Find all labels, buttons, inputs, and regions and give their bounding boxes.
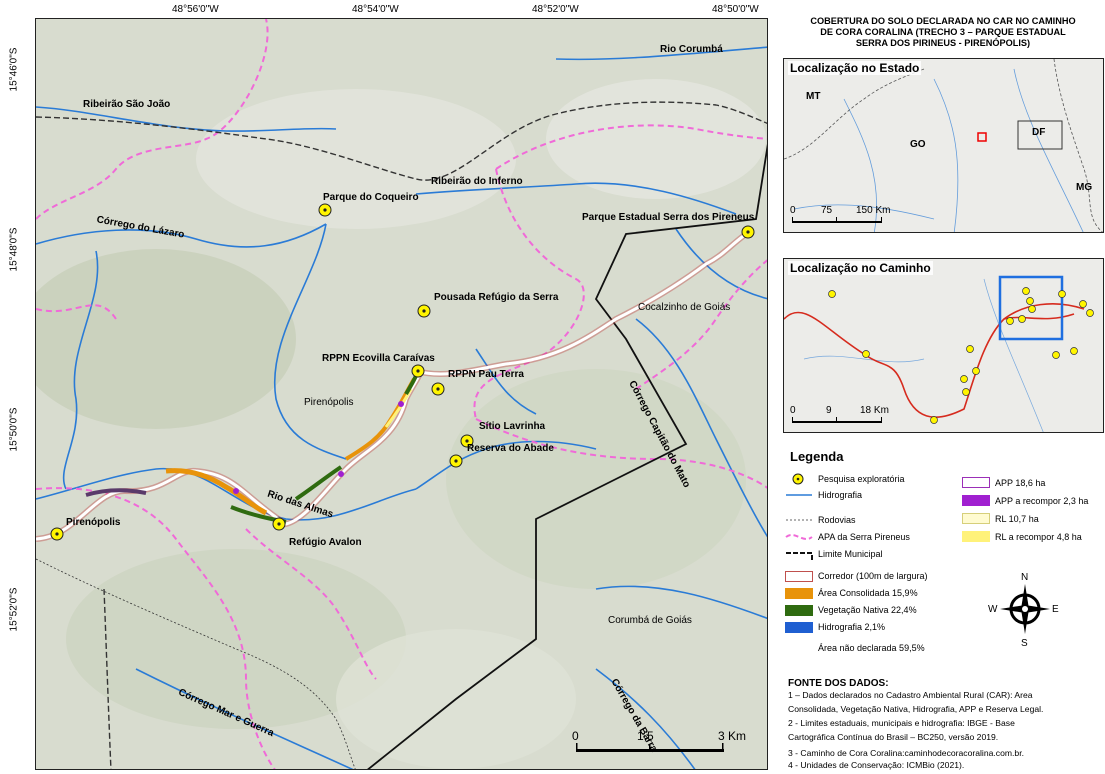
swatch-rl <box>962 513 990 524</box>
coord-top-4: 48°50'0"W <box>712 4 759 15</box>
legend-limite: Limite Municipal <box>818 549 883 559</box>
legend-apa: APA da Serra Pireneus <box>818 532 910 542</box>
inset-route-title: Localização no Caminho <box>788 261 933 275</box>
inset-state-scale-end: 150 Km <box>856 205 891 216</box>
compass-n: N <box>1021 572 1029 583</box>
swatch-rl-recompor <box>962 531 990 542</box>
swatch-vegetacao-nativa <box>785 605 813 616</box>
source-line-5: 3 - Caminho de Cora Coralina:caminhodeco… <box>788 748 1024 758</box>
legend-app: APP 18,6 ha <box>995 478 1046 488</box>
legend-rl: RL 10,7 ha <box>995 514 1039 524</box>
legend-area-nao-declarada: Área não declarada 59,5% <box>818 643 925 653</box>
place-cocalzinho: Cocalzinho de Goiás <box>638 302 731 313</box>
point-rppn-ecovilla[interactable]: RPPN Ecovilla Caraívas <box>322 353 435 364</box>
label-ribeirao-sao-joao: Ribeirão São João <box>83 99 171 110</box>
point-parque-coqueiro[interactable]: Parque do Coqueiro <box>323 192 419 203</box>
scale-label-0: 0 <box>572 729 579 743</box>
place-pirenopolis: Pirenópolis <box>304 397 354 408</box>
coord-top-2: 48°54'0"W <box>352 4 399 15</box>
legend-corredor: Corredor (100m de largura) <box>818 571 928 581</box>
inset-route-canvas <box>784 259 1103 432</box>
inset-route-scale-mid: 9 <box>826 405 832 416</box>
sources-title: FONTE DOS DADOS: <box>788 678 889 689</box>
inset-state-scale-0: 0 <box>790 205 796 216</box>
point-pousada-refugio[interactable]: Pousada Refúgio da Serra <box>434 292 559 303</box>
source-line-4: Cartográfica Contínua do Brasil – BC250,… <box>788 732 999 742</box>
inset-route-scale-end: 18 Km <box>860 405 889 416</box>
state-df: DF <box>1032 127 1046 138</box>
label-rio-corumba: Rio Corumbá <box>660 44 723 55</box>
compass-w: W <box>988 604 998 615</box>
point-reserva-abade[interactable]: Reserva do Abade <box>467 443 554 454</box>
swatch-hidrografia <box>785 622 813 633</box>
compass-e: E <box>1052 604 1059 615</box>
scale-label-end: 3 Km <box>718 729 747 743</box>
state-mt: MT <box>806 91 821 102</box>
legend-pesquisa: Pesquisa exploratória <box>818 474 905 484</box>
legend-hidrografia-line: Hidrografia <box>818 490 863 500</box>
point-refugio-avalon[interactable]: Refúgio Avalon <box>289 537 362 548</box>
place-corumba: Corumbá de Goiás <box>608 615 692 626</box>
inset-state-map[interactable]: Localização no Estado MT GO DF MG 0 75 1… <box>783 58 1104 233</box>
source-line-2: Consolidada, Vegetação Nativa, Hidrograf… <box>788 704 1044 714</box>
coord-left-1: 15°46'0"S <box>8 47 20 92</box>
map-canvas <box>36 19 767 769</box>
legend-hidrografia-area: Hidrografia 2,1% <box>818 622 886 632</box>
main-map[interactable]: Rio Corumbá Ribeirão São João Ribeirão d… <box>35 18 768 770</box>
point-pirenopolis[interactable]: Pirenópolis <box>66 517 121 528</box>
source-line-6: 4 - Unidades de Conservação: ICMBio (202… <box>788 760 965 770</box>
legend-vegetacao-nativa: Vegetação Nativa 22,4% <box>818 605 917 615</box>
compass-rose: N S E W <box>988 568 1060 650</box>
inset-state-title: Localização no Estado <box>788 61 922 75</box>
state-go: GO <box>910 139 926 150</box>
point-rppn-pau-terra[interactable]: RPPN Pau Terra <box>448 369 524 380</box>
swatch-app-recompor <box>962 495 990 506</box>
source-line-1: 1 – Dados declarados no Cadastro Ambient… <box>788 690 1033 700</box>
coord-top-1: 48°56'0"W <box>172 4 219 15</box>
state-mg: MG <box>1076 182 1093 193</box>
inset-state-scale-mid: 75 <box>821 205 833 216</box>
map-title: COBERTURA DO SOLO DECLARADA NO CAR NO CA… <box>810 16 1076 48</box>
inset-route-scale-0: 0 <box>790 405 796 416</box>
label-ribeirao-inferno: Ribeirão do Inferno <box>431 176 523 187</box>
coord-left-3: 15°50'0"S <box>8 407 20 452</box>
swatch-area-consolidada <box>785 588 813 599</box>
swatch-app <box>962 477 990 488</box>
legend-app-recompor: APP a recompor 2,3 ha <box>995 496 1089 506</box>
coord-left-4: 15°52'0"S <box>8 587 20 632</box>
compass-icon <box>1000 584 1050 634</box>
compass-s: S <box>1021 638 1028 649</box>
swatch-corredor <box>785 571 813 582</box>
coord-left-2: 15°48'0"S <box>8 227 20 272</box>
scale-label-mid: 1,5 <box>637 729 654 743</box>
inset-route-map[interactable]: Localização no Caminho 0 9 18 Km <box>783 258 1104 433</box>
source-line-3: 2 - Limites estaduais, municipais e hidr… <box>788 718 1015 728</box>
point-parque-estadual[interactable]: Parque Estadual Serra dos Pireneus <box>582 212 755 223</box>
point-sitio-lavrinha[interactable]: Sítio Lavrinha <box>479 421 546 432</box>
legend-area-consolidada: Área Consolidada 15,9% <box>818 588 918 598</box>
inset-state-canvas <box>784 59 1103 232</box>
legend-rl-recompor: RL a recompor 4,8 ha <box>995 532 1082 542</box>
legend-rodovias: Rodovias <box>818 515 856 525</box>
legend-title: Legenda <box>790 449 844 464</box>
coord-top-3: 48°52'0"W <box>532 4 579 15</box>
